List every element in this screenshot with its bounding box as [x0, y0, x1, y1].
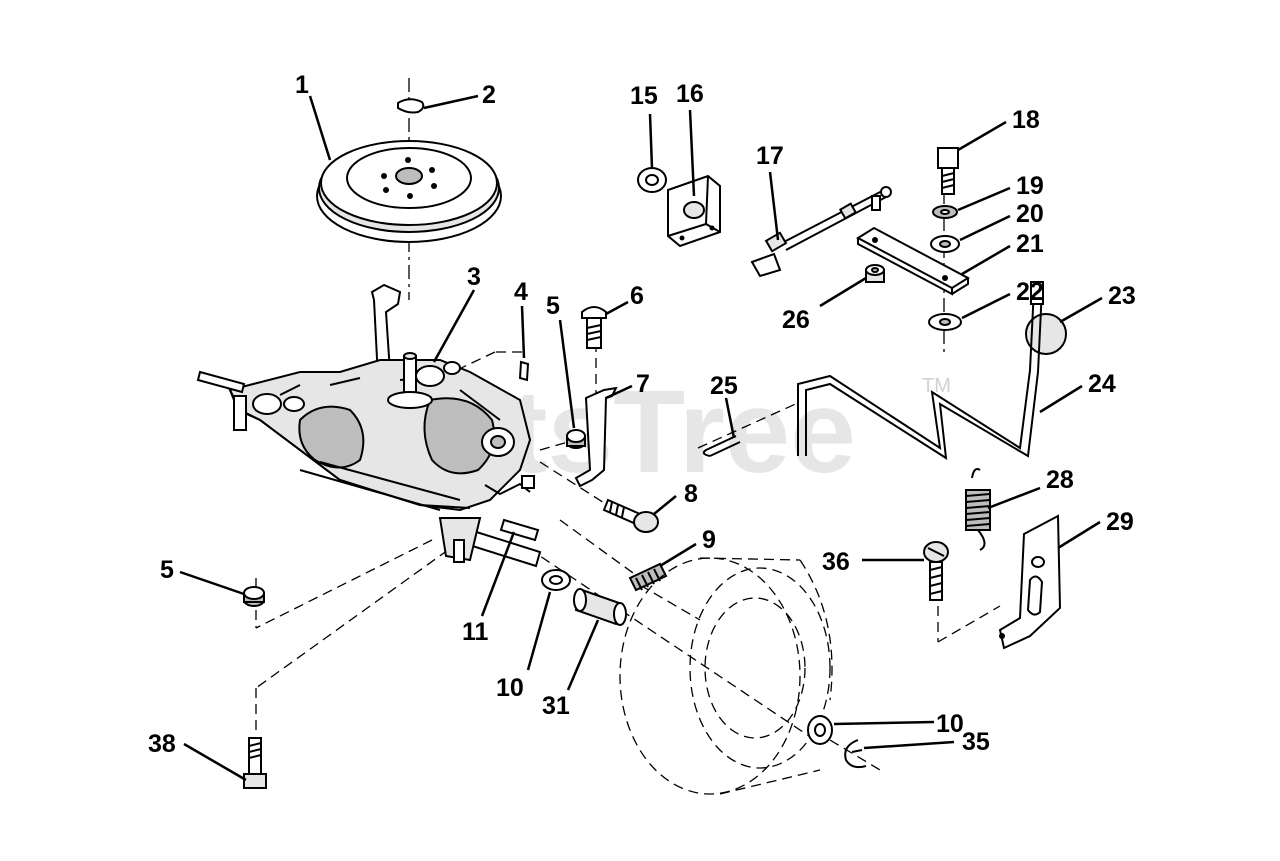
thread-screw	[923, 541, 949, 601]
callout-21: 21	[1016, 230, 1044, 258]
callout-5-lower: 5	[160, 556, 174, 584]
shift-rod	[750, 186, 892, 278]
axle-key	[499, 518, 540, 542]
leader-lines	[179, 94, 1103, 782]
washer-22	[928, 313, 962, 331]
callout-26: 26	[782, 306, 810, 334]
callout-31: 31	[542, 692, 570, 720]
callout-5-upper: 5	[546, 292, 560, 320]
callout-6: 6	[630, 282, 644, 310]
cap-screw	[243, 737, 267, 789]
hex-bolt	[937, 147, 959, 195]
shift-lever	[797, 287, 1035, 456]
extension-spring	[965, 468, 991, 551]
callout-9: 9	[702, 526, 716, 554]
woodruff-key	[518, 360, 530, 382]
callout-16: 16	[676, 80, 704, 108]
callout-28: 28	[1046, 466, 1074, 494]
callout-19: 19	[1016, 172, 1044, 200]
callout-18: 18	[1012, 106, 1040, 134]
callout-24: 24	[1088, 370, 1116, 398]
washer-20	[930, 235, 960, 253]
callout-23: 23	[1108, 282, 1136, 310]
e-ring	[844, 739, 867, 769]
callout-1: 1	[295, 71, 309, 99]
callout-numbers: 1 2 3 4 5 6 7 8 9 5 11 10 31 38 15 16 17…	[148, 71, 1136, 758]
carriage-bolt	[581, 306, 607, 349]
cotter-pin	[702, 435, 741, 457]
callout-3: 3	[467, 263, 481, 291]
callout-10-right: 10	[936, 710, 964, 738]
pulley	[316, 140, 502, 243]
shoulder-bolt	[602, 498, 659, 533]
callout-7: 7	[636, 370, 650, 398]
e-clip	[397, 98, 425, 114]
flat-washer-right	[807, 715, 833, 745]
hex-nut-upper	[566, 429, 586, 449]
callout-2: 2	[482, 81, 496, 109]
shift-plate	[856, 226, 970, 296]
watermark-trademark: TM	[922, 375, 951, 397]
lock-washer	[932, 205, 958, 219]
callout-15: 15	[630, 82, 658, 110]
flat-washer-left	[541, 569, 571, 591]
wheel	[619, 557, 833, 795]
hex-nut-lower	[243, 586, 265, 607]
callout-36: 36	[822, 548, 850, 576]
washer-15	[637, 167, 667, 193]
hex-nut-26	[865, 264, 885, 283]
callout-38: 38	[148, 730, 176, 758]
callout-29: 29	[1106, 508, 1134, 536]
callout-25: 25	[710, 372, 738, 400]
callout-4: 4	[514, 278, 528, 306]
shift-knob	[1025, 313, 1067, 355]
bracket	[574, 386, 618, 488]
callout-35: 35	[962, 728, 990, 756]
callout-20: 20	[1016, 200, 1044, 228]
angle-bracket	[667, 174, 721, 248]
mounting-bracket	[998, 514, 1062, 650]
callout-10-left: 10	[496, 674, 524, 702]
spacer-tube	[573, 588, 627, 626]
callout-17: 17	[756, 142, 784, 170]
spring-pin	[628, 562, 668, 592]
callout-22: 22	[1016, 278, 1044, 306]
transaxle	[196, 283, 542, 568]
callout-11: 11	[462, 618, 489, 646]
callout-8: 8	[684, 480, 698, 508]
